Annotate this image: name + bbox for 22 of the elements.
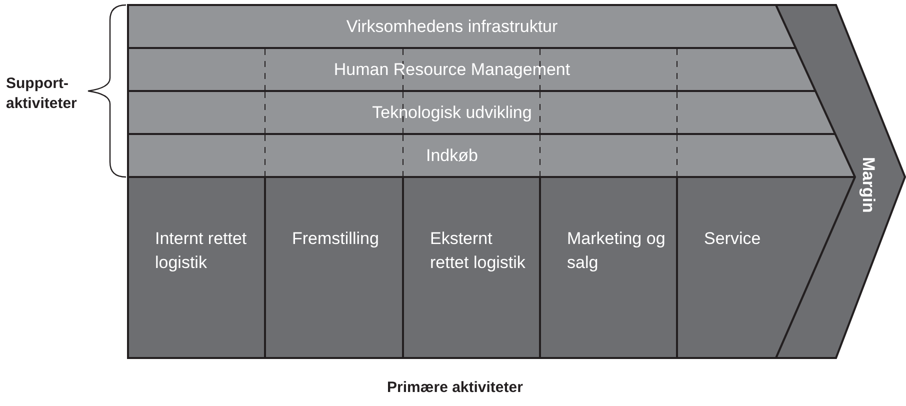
- primary-activity-column: [677, 177, 855, 358]
- primary-activity-column: [403, 177, 540, 358]
- activity-label: Marketing og salg: [567, 228, 666, 274]
- group-label: Primære aktiviteter: [386, 378, 524, 398]
- activity-label: Service: [704, 228, 762, 250]
- activity-label: Human Resource Management: [334, 58, 570, 80]
- primary-activity-column: [128, 177, 265, 358]
- activity-label: Fremstilling: [292, 228, 380, 250]
- activity-label: Internt rettet logistik: [155, 228, 248, 274]
- support-activity-band: [128, 48, 816, 91]
- margin-label: Margin: [860, 157, 877, 213]
- activity-label: Virksomhedens infrastruktur: [346, 16, 558, 38]
- primary-activity-column: [265, 177, 403, 358]
- support-activity-band: [128, 91, 836, 134]
- primary-activity-column: [540, 177, 677, 358]
- activity-label: Eksternt rettet logistik: [430, 228, 526, 274]
- margin-chevron: [776, 5, 906, 358]
- activity-label: Indkøb: [426, 144, 478, 166]
- support-activity-band: [128, 5, 796, 48]
- support-activity-band: [128, 134, 855, 177]
- group-label: Support-aktiviteter: [6, 74, 78, 114]
- activity-label: Teknologisk udvikling: [372, 102, 532, 124]
